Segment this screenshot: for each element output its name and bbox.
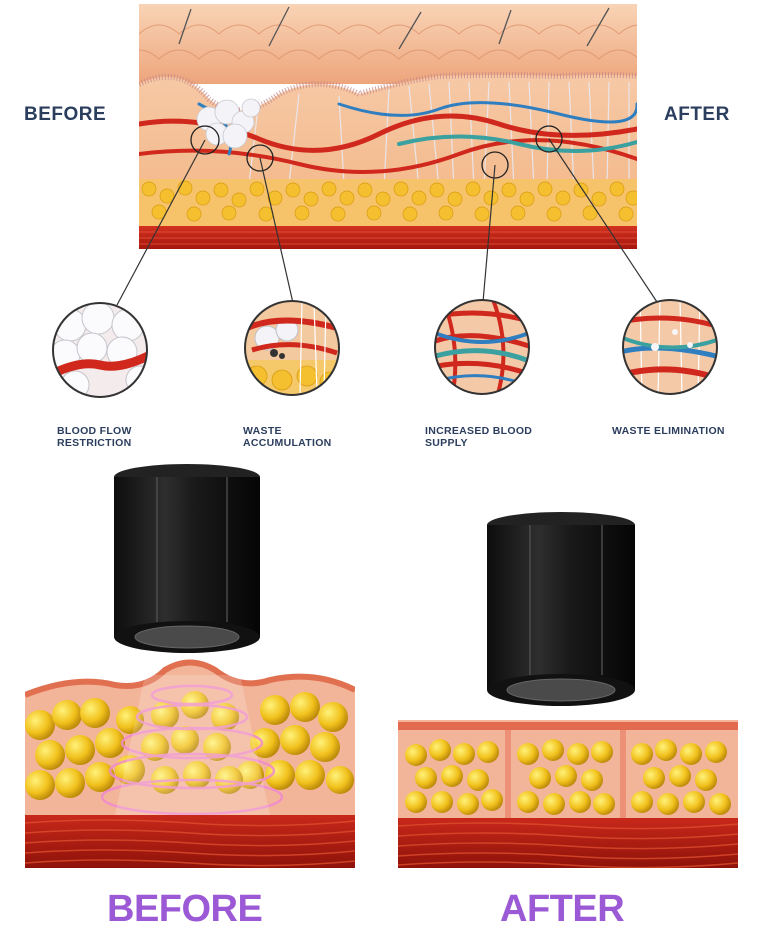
zoom-circle-blood-flow-restriction xyxy=(50,300,150,400)
zoom-circle-waste-elimination xyxy=(620,297,720,397)
zoom-circle-increased-blood-supply xyxy=(432,297,532,397)
bottom-before-label: BEFORE xyxy=(107,888,263,930)
tissue-after xyxy=(398,720,738,868)
device-after xyxy=(480,510,642,710)
top-after-label: AFTER xyxy=(664,104,730,125)
connector-lines xyxy=(0,0,767,420)
tissue-before xyxy=(25,655,355,868)
caption-waste-elimination: WASTE ELIMINATION xyxy=(612,425,725,437)
device-before xyxy=(105,462,270,657)
top-before-label: BEFORE xyxy=(24,104,107,125)
zoom-circle-waste-accumulation xyxy=(242,298,342,398)
bottom-after-label: AFTER xyxy=(500,888,625,930)
